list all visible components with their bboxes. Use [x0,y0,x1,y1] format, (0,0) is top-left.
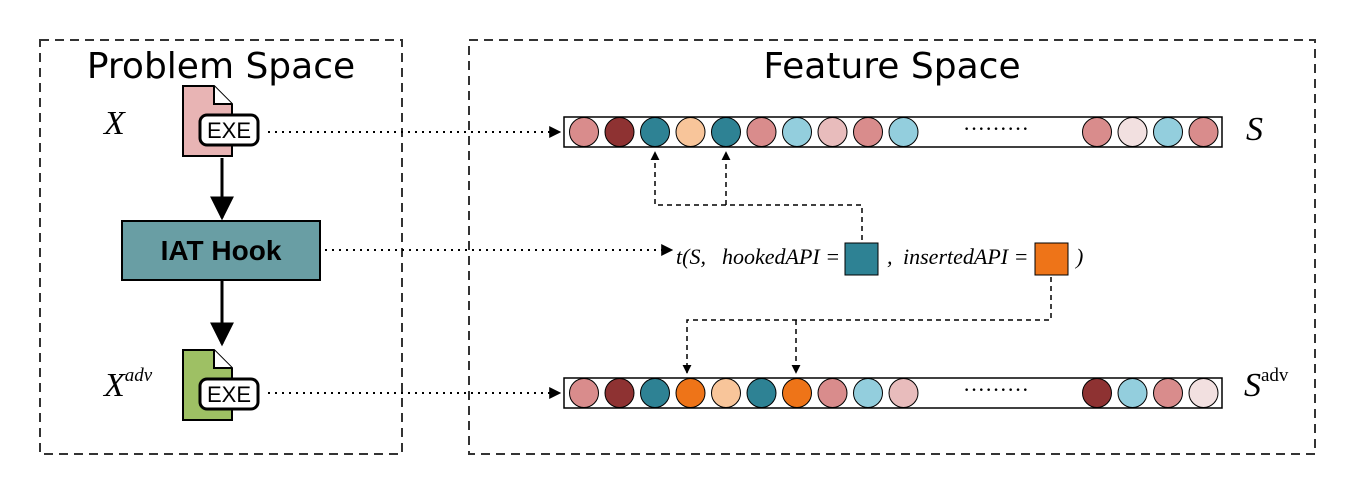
s-label: S [1246,111,1263,148]
transform-formula-open: t(S, [676,244,706,269]
api-call-circle [1188,378,1219,408]
api-call-circle [640,378,670,408]
sadv-superscript: adv [1261,365,1289,386]
api-call-circle [782,117,812,147]
api-call-circle [746,117,777,147]
sequence-s-circles [569,117,1219,147]
api-call-circle [1082,378,1112,408]
api-call-circle [604,378,635,408]
exe-file-fold [213,86,232,105]
api-call-circle [711,117,741,147]
feature-space-panel [468,39,1316,455]
api-call-circle [1117,117,1148,147]
api-call-circle [888,117,919,147]
x-label: X [102,105,126,142]
sequence-sadv-ellipsis: ········· [963,377,1029,402]
api-call-circle [1153,117,1183,147]
api-call-circle [569,378,599,408]
sadv-label: Sadv [1244,365,1289,404]
exe-file-icon-adversarial: EXE [182,349,260,421]
api-call-circle [817,117,848,147]
feature-space-title: Feature Space [763,46,1020,87]
xadv-superscript: adv [125,365,153,386]
transform-formula-hooked: hookedAPI = [722,244,840,269]
api-call-circle [604,117,635,147]
api-call-circle [675,117,706,147]
sadv-base: S [1244,367,1261,404]
api-call-circle [888,378,919,408]
hooked-connector [650,151,863,240]
api-call-circle [782,378,812,408]
api-call-circle [746,378,777,408]
inserted-connector [682,277,1052,374]
api-call-circle [1082,117,1112,147]
problem-space-title: Problem Space [87,46,355,87]
exe-file-icon-original: EXE [182,85,260,157]
api-call-circle [675,378,706,408]
api-call-circle [711,378,741,408]
iat-hook-label: IAT Hook [161,235,282,266]
sequence-s-ellipsis: ········· [963,116,1029,141]
problem-space-panel [39,39,403,455]
transform-formula-inserted: insertedAPI = [903,244,1028,269]
exe-badge-label: EXE [207,118,251,143]
api-call-circle [1153,378,1183,408]
inserted-api-swatch [1034,242,1069,276]
api-call-circle [853,117,883,147]
exe-badge-label: EXE [207,382,251,407]
api-call-circle [853,378,883,408]
exe-badge [198,113,260,147]
api-call-circle [1188,117,1219,147]
api-call-circle [640,117,670,147]
transform-formula-close: ) [1074,244,1083,269]
exe-file-fold [213,350,232,369]
xadv-base: X [102,367,126,404]
api-call-circle [817,378,848,408]
hooked-api-swatch [844,242,879,276]
api-call-circle [569,117,599,147]
sequence-sadv-circles [569,378,1219,408]
exe-badge [198,377,260,411]
transform-formula-comma: , [887,244,893,269]
xadv-label: Xadv [102,365,153,404]
api-call-circle [1117,378,1148,408]
